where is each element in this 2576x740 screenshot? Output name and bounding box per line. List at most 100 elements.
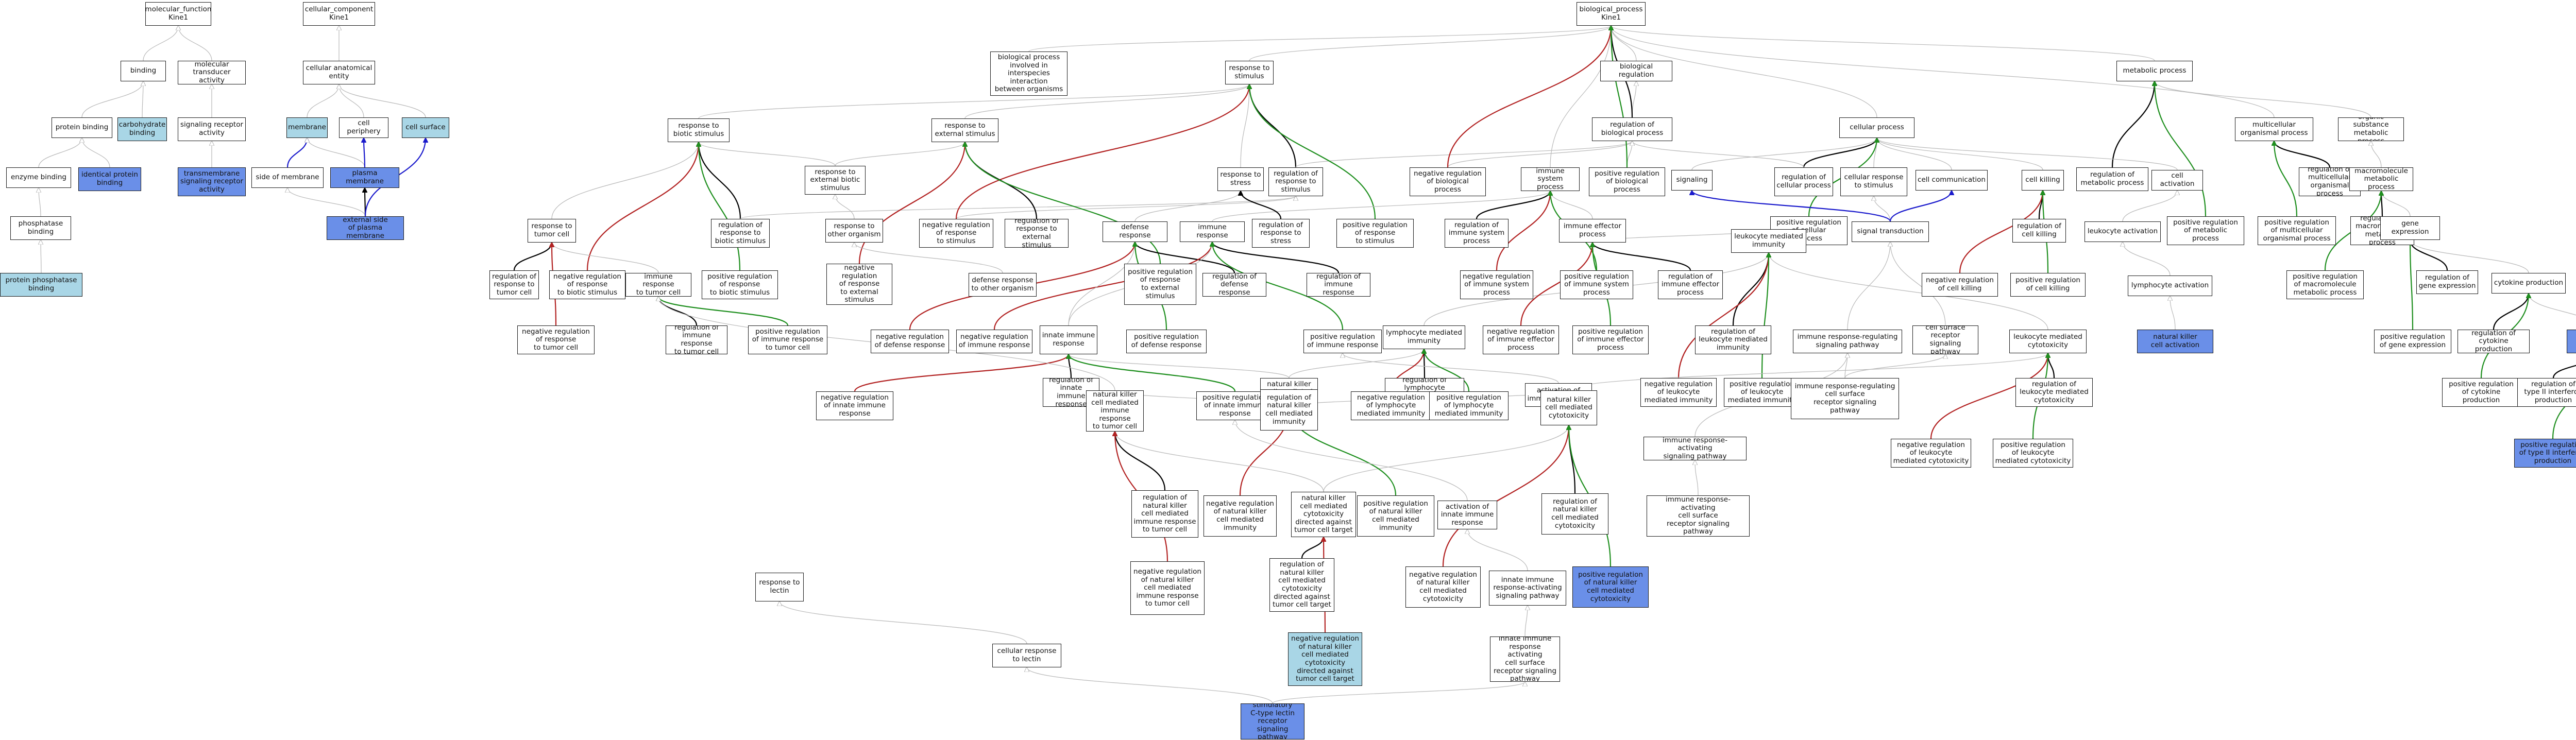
edge-reg-rt-stimulus-to-response-to-stimulus [1249,84,1297,168]
go-term-pos-reg-nk-cytotoxicity: positive regulation of natural killer ce… [1572,566,1649,608]
go-term-type2-ifn: type II interferon production [2567,330,2576,353]
edge-protein-binding-to-binding [81,81,143,118]
go-term-ir-activating-csr: immune response-activating cell surface … [1647,495,1750,537]
edge-signal-transduction-to-cell-communication [1889,191,1952,222]
edge-reg-type2-ifn-to-type2-ifn [2552,365,2576,378]
go-term-immune-effector: immune effector process [1559,219,1626,243]
go-term-cellular-process: cellular process [1839,117,1914,138]
edge-activation-immune-to-pos-reg-immune-response [1343,353,1559,384]
go-term-lymphocyte-mediated: lymphocyte mediated immunity [1383,325,1465,349]
edge-external-side-to-side-of-membrane [287,188,366,217]
edge-carbohydrate-binding-to-binding [142,81,143,118]
go-term-reg-metabolic: regulation of metabolic process [2076,167,2148,191]
go-term-cellular-rt-lectin: cellular response to lectin [992,644,1061,667]
go-term-cellular-component: cellular_component Kine1 [303,2,375,26]
go-term-bp-interspecies: biological process involved in interspec… [990,51,1067,96]
go-term-neg-reg-innate: negative regulation of innate immune res… [816,391,893,420]
edge-reg-rt-biotic-to-rt-biotic [699,142,741,219]
go-term-metabolic-process: metabolic process [2116,61,2193,81]
edge-organic-substance-to-metabolic-process [2155,81,2371,118]
edge-neg-reg-rt-stimulus-to-reg-rt-stimulus [956,196,1296,219]
go-term-reg-nk-cytotoxicity: regulation of natural killer cell mediat… [1541,493,1608,535]
edge-neg-reg-immune-effector-to-immune-effector [1520,243,1592,326]
go-term-reg-rt-stress: regulation of response to stress [1252,219,1310,248]
edge-reg-defense-to-defense-response [1135,242,1235,273]
go-term-rt-biotic: response to biotic stimulus [668,118,730,142]
edge-reg-bp-to-biological-regulation [1632,81,1636,118]
edge-reg-nk-cytotoxicity-to-nk-cytotoxicity [1569,425,1576,494]
go-term-reg-nk-cytotoxicity-tumor: regulation of natural killer cell mediat… [1269,558,1334,612]
edge-reg-cytokine-to-cytokine-production [2493,294,2529,330]
go-term-reg-cytokine: regulation of cytokine production [2458,330,2530,353]
go-term-organic-substance: organic substance metabolic process [2338,117,2404,141]
edge-defense-response-to-rt-stress [1134,191,1241,222]
go-term-multicellular-op: multicellular organismal process [2235,117,2313,141]
go-term-external-side: external side of plasma membrane [327,216,404,240]
go-term-neg-reg-nk-cytotoxicity-tumor: negative regulation of natural killer ce… [1288,632,1362,686]
go-term-pos-reg-rt-external: positive regulation of response to exter… [1124,264,1196,305]
edge-cell-surface-to-cae [339,84,426,118]
go-term-immune-system-process: immune system process [1521,167,1580,191]
edge-cellular-rt-lectin-to-rt-lectin [779,601,1027,644]
edge-pos-reg-metabolic-to-metabolic-process [2155,81,2207,217]
go-term-carbohydrate-binding: carbohydrate binding [117,117,167,141]
go-term-neg-reg-nk-cytotoxicity: negative regulation of natural killer ce… [1405,566,1481,608]
go-term-pos-reg-type2-ifn: positive regulation of type II interfero… [2514,439,2576,468]
edge-reg-immune-response-to-immune-response [1212,242,1340,273]
edge-neg-reg-immune-to-immune-response [993,242,1212,330]
go-term-immune-response: immune response [1180,221,1245,242]
go-term-pos-reg-isp: positive regulation of immune system pro… [1560,270,1633,299]
go-term-reg-bp: regulation of biological process [1592,117,1672,141]
edge-neg-reg-bp-to-reg-bp [1447,141,1632,168]
go-term-rt-ext-biotic: response to external biotic stimulus [805,166,866,195]
edge-cell-surface-rsp-to-signal-transduction [1890,242,1946,326]
edge-pos-reg-leukocyte-mediated-to-leukocyte-mediated [1761,253,1769,378]
go-term-response-to-stimulus: response to stimulus [1225,61,1274,84]
go-term-neg-reg-defense: negative regulation of defense response [871,330,949,353]
go-term-reg-isp: regulation of immune system process [1445,219,1509,248]
edge-nk-cytotoxicity-tumor-to-nk-irt-tumor [1115,432,1324,492]
edge-reg-gene-expression-to-gene-expression [2410,240,2448,271]
edge-irt-tumor-to-rt-tumor [552,243,659,273]
go-term-irt-tumor: immune response to tumor cell [625,273,691,297]
edge-identical-protein-to-protein-binding [82,138,110,168]
go-term-nk-cytotoxicity: natural killer cell mediated cytotoxicit… [1540,390,1597,425]
edge-neg-reg-rt-stimulus-to-response-to-stimulus [955,84,1249,219]
edge-signal-transduction-to-cellular-rt-stimulus [1874,196,1891,222]
go-term-leukocyte-mediated: leukocyte mediated immunity [1731,229,1806,253]
edge-cell-killing-to-cellular-process [1877,138,2043,170]
go-term-transmembrane-receptor: transmembrane signaling receptor activit… [178,167,246,196]
go-term-reg-cell-killing: regulation of cell killing [2012,219,2066,243]
edge-reg-nk-cytotoxicity-tumor-to-nk-cytotoxicity-tumor [1301,537,1324,559]
go-term-reg-immune-effector: regulation of immune effector process [1658,270,1723,299]
edge-rt-stress-to-response-to-stimulus [1240,84,1249,168]
go-term-rt-stress: response to stress [1217,167,1264,191]
edge-lymphocyte-activation-to-leukocyte-activation [2123,242,2171,276]
go-term-reg-nk-immunity: regulation of natural killer cell mediat… [1260,389,1318,431]
edge-pos-reg-irt-tumor-to-irt-tumor [658,297,789,326]
edge-innate-activating-sp-to-activation-innate [1467,529,1528,571]
go-term-membrane: membrane [286,117,328,138]
go-term-cell-surface: cell surface [402,117,449,138]
edge-pos-reg-rt-stimulus-to-response-to-stimulus [1249,84,1376,219]
go-term-rt-lectin: response to lectin [755,573,804,601]
edge-immune-system-process-to-biological-process [1550,26,1611,168]
go-term-reg-rt-biotic: regulation of response to biotic stimulu… [711,219,770,248]
go-term-side-of-membrane: side of membrane [251,167,324,188]
edge-pos-reg-bp-to-biological-process [1611,26,1628,168]
go-term-pos-reg-rt-biotic: positive regulation of response to bioti… [702,270,778,299]
edge-side-of-membrane-to-membrane [286,138,307,168]
go-term-reg-gene-expression: regulation of gene expression [2416,270,2478,294]
edge-bp-interspecies-to-biological-process [1028,26,1611,52]
edge-gene-expression-to-macromolecule-mp [2381,191,2411,217]
go-term-signaling: signaling [1671,170,1713,191]
go-term-cae: cellular anatomical entity [303,61,375,84]
edge-neg-reg-isp-to-immune-system-process [1496,191,1550,271]
go-term-rt-other: response to other organism [825,219,883,243]
edge-cellular-process-to-biological-process [1611,26,1877,118]
edge-nk-immunity-to-innate-immune [1069,354,1290,378]
go-term-pos-reg-immune-effector: positive regulation of immune effector p… [1572,325,1649,354]
edge-rt-external-to-response-to-stimulus [964,84,1249,119]
go-term-neg-reg-rt-tumor: negative regulation of response to tumor… [517,325,595,354]
